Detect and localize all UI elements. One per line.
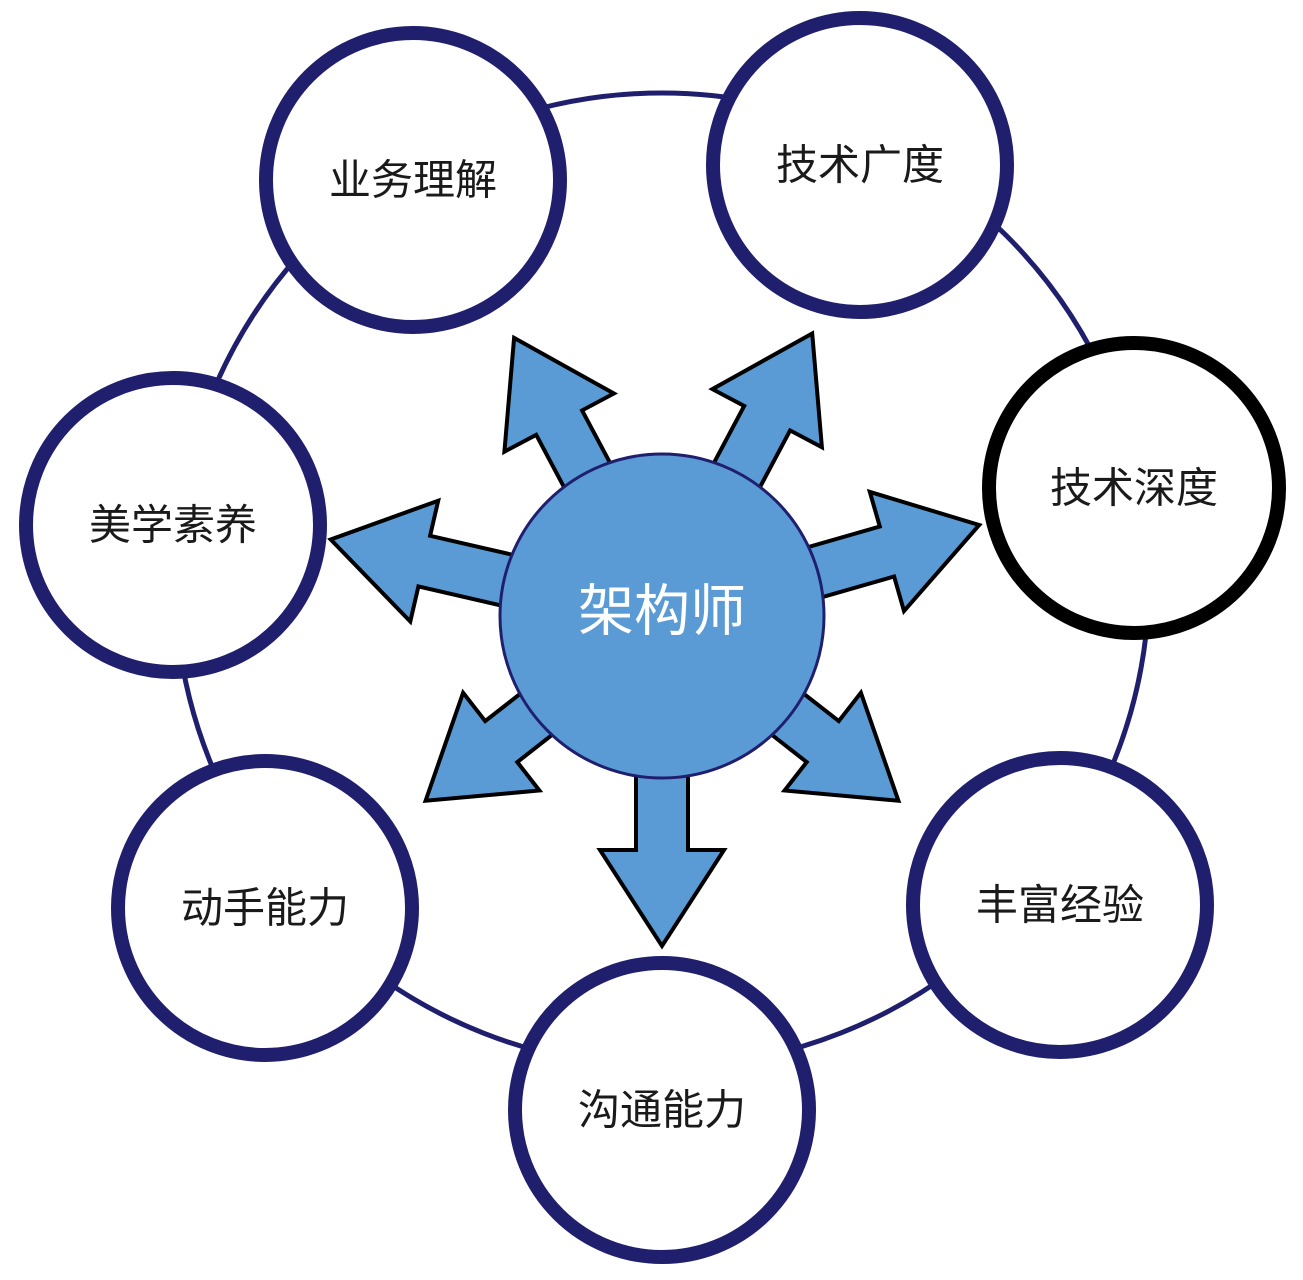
- node-business: 业务理解: [259, 26, 567, 334]
- node-experience-circle: [906, 751, 1214, 1059]
- node-tech-depth-label: 技术深度: [1050, 464, 1218, 513]
- node-tech-depth-circle: [982, 336, 1286, 640]
- node-business-label: 业务理解: [329, 156, 497, 205]
- node-aesthetics: 美学素养: [19, 371, 327, 679]
- node-aesthetics-circle: [19, 371, 327, 679]
- node-tech-breadth: 技术广度: [706, 11, 1014, 319]
- node-hands-on: 动手能力: [111, 754, 419, 1062]
- center-label: 架构师: [578, 580, 746, 645]
- node-tech-breadth-label: 技术广度: [776, 141, 944, 190]
- node-communication: 沟通能力: [508, 956, 816, 1264]
- node-business-circle: [259, 26, 567, 334]
- node-tech-depth: 技术深度: [982, 336, 1286, 640]
- node-hands-on-circle: [111, 754, 419, 1062]
- center-node: 架构师: [498, 452, 826, 780]
- node-tech-breadth-circle: [706, 11, 1014, 319]
- node-hands-on-label: 动手能力: [181, 884, 349, 933]
- node-communication-circle: [508, 956, 816, 1264]
- node-experience-label: 丰富经验: [976, 881, 1144, 930]
- node-communication-label: 沟通能力: [578, 1086, 746, 1135]
- node-experience: 丰富经验: [906, 751, 1214, 1059]
- node-aesthetics-label: 美学素养: [89, 501, 257, 550]
- center-circle: [498, 452, 826, 780]
